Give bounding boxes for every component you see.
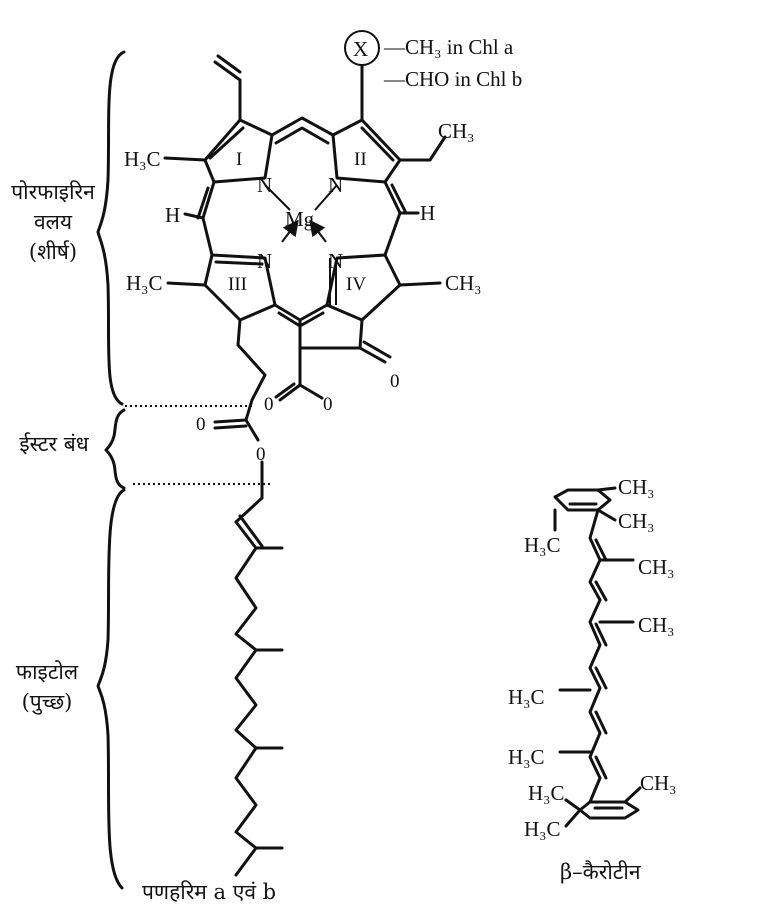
- ester-brace: [104, 408, 126, 490]
- n-atom-1: N: [257, 173, 272, 197]
- oxygen-ester-carbonyl: 0: [196, 414, 206, 435]
- oxygen-ester-link: 0: [256, 444, 266, 465]
- phytol-label-line2: (पुच्छ): [21, 690, 73, 715]
- carotene-h3c-5: H₃C: [524, 817, 561, 841]
- porphyrin-label-line1: पोरफाइरिन: [11, 180, 95, 204]
- ester-bond-label: ईस्टर बंध: [19, 432, 89, 456]
- oxygen-ketone: 0: [390, 371, 400, 392]
- ring-i-label: I: [236, 149, 242, 170]
- ring-ii-label: II: [354, 149, 367, 170]
- chlorophyll-caption: पणहरिम a एवं b: [142, 880, 277, 904]
- n-atom-4: N: [328, 249, 343, 273]
- phytol-label-line1: फाइटोल: [15, 660, 79, 684]
- porphyrin-ring: [163, 54, 447, 500]
- carotene-ch3-3: CH₃: [638, 555, 675, 579]
- mg-atom: Mg: [285, 207, 315, 231]
- carotene-h3c-1: H₃C: [524, 533, 561, 557]
- x-note-chl-a: —CH₃ in Chl a: [383, 35, 514, 59]
- carotene-ch3-4: CH₃: [638, 613, 675, 637]
- phytol-brace: [96, 488, 126, 890]
- phytol-chain: [234, 496, 284, 877]
- h-right: H: [420, 201, 435, 225]
- x-group-text: X: [353, 37, 368, 61]
- methyl-ring-i: H₃C: [124, 147, 161, 171]
- h-left: H: [165, 203, 180, 227]
- n-atom-3: N: [257, 249, 272, 273]
- oxygen-methoxy: 0: [323, 394, 333, 415]
- porphyrin-label-line3: (शीर्ष): [28, 240, 78, 265]
- carotene-h3c-2: H₃C: [508, 685, 545, 709]
- ethyl-ring-ii: CH₃: [438, 119, 475, 143]
- porphyrin-label-line2: वलय: [33, 210, 73, 235]
- chlorophyll-labels: X —CH₃ in Chl a —CHO in Chl b I II III I…: [124, 30, 522, 465]
- x-group-circle: [344, 30, 380, 66]
- porphyrin-ring-label: पोरफाइरिन वलय (शीर्ष): [4, 180, 102, 264]
- porphyrin-brace: [96, 50, 126, 406]
- methyl-ring-iv: CH₃: [445, 271, 482, 295]
- beta-carotene: [553, 486, 642, 828]
- carotene-ch3-2: CH₃: [618, 509, 655, 533]
- ring-iii-label: III: [228, 274, 247, 295]
- n-atom-2: N: [328, 173, 343, 197]
- carotene-ch3-1: CH₃: [618, 475, 655, 499]
- carotene-h3c-4: H₃C: [528, 781, 565, 805]
- methyl-ring-iii: H₃C: [126, 271, 163, 295]
- x-note-chl-b: —CHO in Chl b: [383, 67, 522, 91]
- ring-iv-label: IV: [346, 274, 366, 295]
- carotene-labels: CH₃ CH₃ H₃C CH₃ CH₃ H₃C H₃C CH₃ H₃C H₃C: [508, 475, 677, 841]
- carotene-ch3-5: CH₃: [640, 771, 677, 795]
- oxygen-carbonyl: 0: [264, 394, 274, 415]
- carotene-caption: β–कैरोटीन: [560, 860, 641, 884]
- carotene-h3c-3: H₃C: [508, 745, 545, 769]
- phytol-tail-label: फाइटोल (पुच्छ): [4, 660, 90, 714]
